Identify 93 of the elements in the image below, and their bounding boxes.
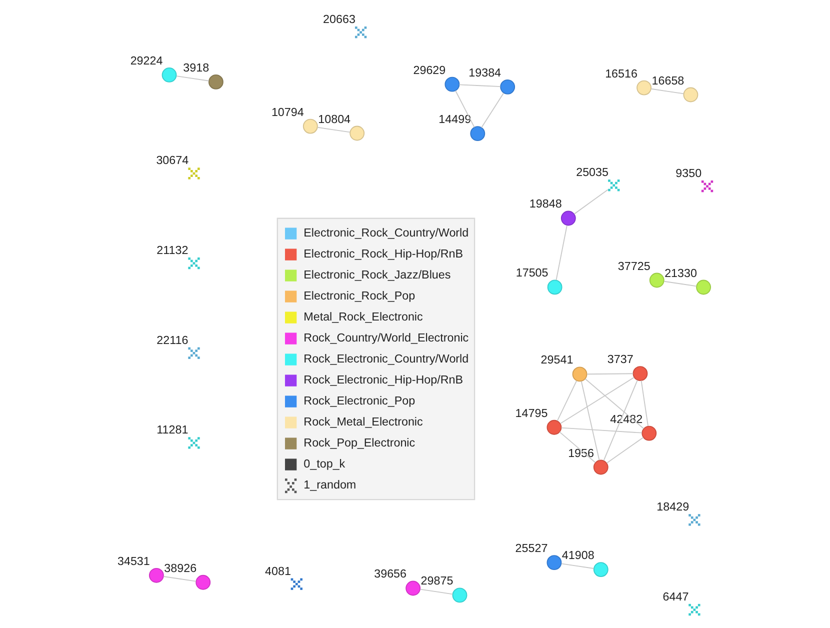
node-label: 25527 xyxy=(514,542,548,555)
node-label: 19848 xyxy=(528,197,562,210)
connector xyxy=(419,588,453,594)
connector xyxy=(584,378,644,429)
node-label: 20663 xyxy=(322,12,355,26)
node-label: 42482 xyxy=(610,412,642,426)
legend-label: Rock_Electronic_Hip-Hop/RnB xyxy=(303,372,463,386)
node-label: 29541 xyxy=(540,353,573,366)
legend-label: Electronic_Rock_Jazz/Blues xyxy=(303,268,450,281)
connector xyxy=(640,380,648,426)
node-circle xyxy=(161,67,176,82)
node-label: 21330 xyxy=(664,266,697,280)
node-circle xyxy=(682,86,698,102)
connector xyxy=(580,380,600,460)
legend-label: Rock_Electronic_Pop xyxy=(303,394,415,407)
node-circle xyxy=(546,554,562,570)
connector xyxy=(586,372,634,374)
node-label: 34531 xyxy=(116,554,150,568)
node-label: 38926 xyxy=(164,561,196,574)
connector xyxy=(606,436,644,464)
node-label: 22116 xyxy=(156,333,188,346)
node-label: 3737 xyxy=(606,352,633,366)
node-label: 41908 xyxy=(561,548,594,562)
node-label: 18429 xyxy=(656,500,689,514)
node-label: 25035 xyxy=(576,166,608,179)
node-label: 17505 xyxy=(515,266,548,280)
node-circle xyxy=(696,279,710,294)
node-circle xyxy=(636,80,651,95)
node-label: 29875 xyxy=(420,574,453,588)
node-label: 11281 xyxy=(156,423,188,436)
connector xyxy=(573,188,608,214)
legend-label: 1_random xyxy=(303,478,356,491)
connector xyxy=(458,84,500,87)
node-circle xyxy=(560,210,576,226)
node-circle xyxy=(148,567,164,582)
node-label: 1956 xyxy=(568,446,594,460)
node-circle xyxy=(470,126,485,141)
legend-label: Electronic_Rock_Country/World xyxy=(303,226,468,239)
node-label: 21132 xyxy=(156,243,188,256)
node-label: 16658 xyxy=(651,74,684,87)
node-label: 14795 xyxy=(514,406,548,420)
node-label: 6447 xyxy=(662,590,688,603)
node-circle xyxy=(632,366,648,381)
node-circle xyxy=(500,78,515,94)
node-circle xyxy=(641,425,656,440)
connector xyxy=(560,562,594,568)
legend-label: 0_top_k xyxy=(303,456,345,470)
connector xyxy=(602,379,638,460)
connector xyxy=(555,224,567,280)
legend-label: Rock_Pop_Electronic xyxy=(303,436,415,449)
node-label: 10804 xyxy=(318,112,350,126)
node-circle xyxy=(546,419,562,434)
legend-label: Rock_Electronic_Country/World xyxy=(303,352,468,365)
legend-label: Electronic_Rock_Pop xyxy=(303,288,415,302)
node-label: 10794 xyxy=(270,105,304,118)
node-circle xyxy=(208,74,223,89)
connector xyxy=(454,90,474,128)
connector xyxy=(650,88,684,94)
connector xyxy=(663,280,696,286)
legend-label: Rock_Metal_Electronic xyxy=(303,414,422,428)
node-label: 30674 xyxy=(156,154,188,167)
connector xyxy=(559,376,634,424)
node-label: 19384 xyxy=(468,66,501,79)
node-label: 14499 xyxy=(438,112,471,126)
node-circle xyxy=(546,279,562,294)
node-circle xyxy=(302,118,318,134)
node-circle xyxy=(349,125,364,140)
legend-label: Electronic_Rock_Hip-Hop/RnB xyxy=(303,246,463,260)
node-label: 39656 xyxy=(374,567,406,580)
node-circle xyxy=(592,562,608,577)
node-label: 29629 xyxy=(412,63,446,76)
node-label: 16516 xyxy=(604,66,638,80)
connector xyxy=(560,426,642,433)
node-circle xyxy=(592,459,608,474)
node-label: 29224 xyxy=(130,54,162,67)
node-circle xyxy=(444,76,460,92)
connector xyxy=(558,430,596,462)
connector xyxy=(162,576,196,582)
connector xyxy=(480,92,504,128)
node-label: 9350 xyxy=(675,166,702,180)
node-circle xyxy=(648,272,664,288)
node-label: 4081 xyxy=(264,564,290,578)
node-circle xyxy=(195,574,210,590)
node-label: 3918 xyxy=(182,60,209,74)
node-circle xyxy=(572,366,587,382)
node-circle xyxy=(452,587,467,602)
legend-label: Metal_Rock_Electronic xyxy=(303,310,422,323)
node-circle xyxy=(405,580,420,596)
node-label: 37725 xyxy=(617,259,650,272)
connector xyxy=(316,126,350,132)
legend-label: Rock_Country/World_Electronic xyxy=(303,330,468,344)
connector xyxy=(176,75,209,81)
connector xyxy=(556,380,577,421)
